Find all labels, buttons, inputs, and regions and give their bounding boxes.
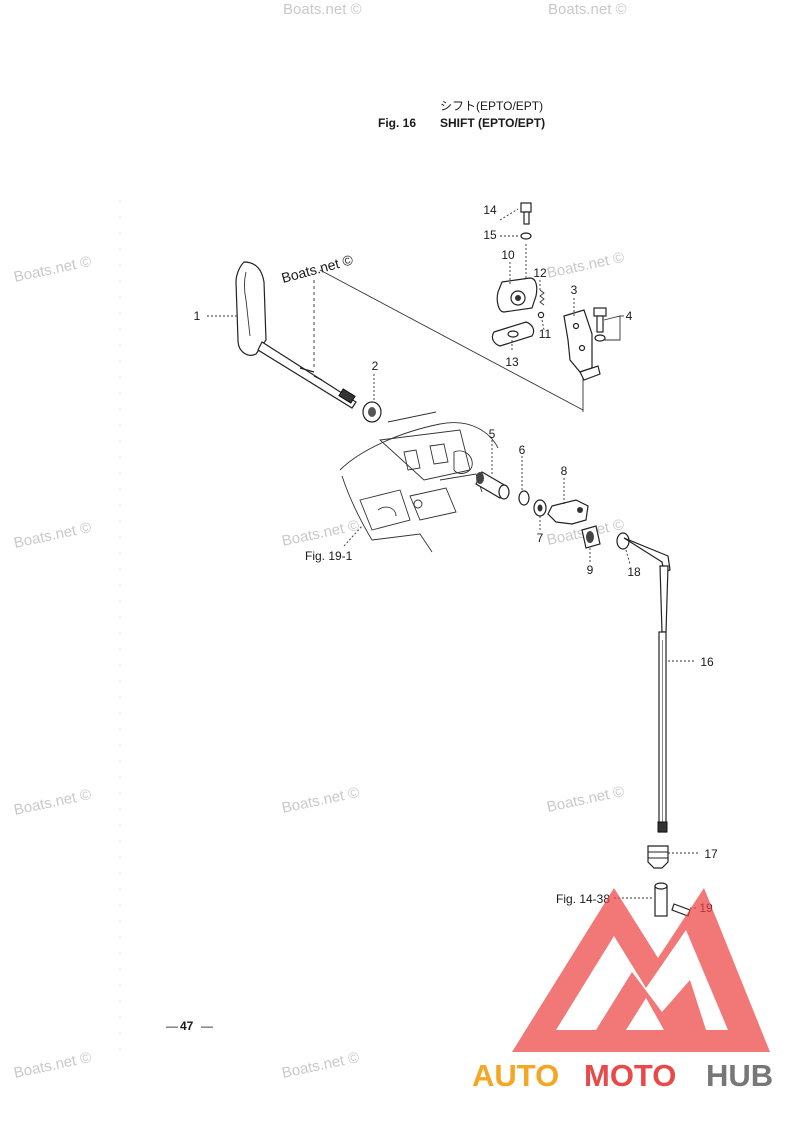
shift-rod-part-16 <box>623 537 671 833</box>
washer-part-15 <box>520 232 532 240</box>
callout-11: 11 <box>539 327 552 341</box>
watermark: Boats.net © <box>12 519 92 552</box>
callout-17: 17 <box>704 847 718 861</box>
washer-part-7 <box>533 499 547 517</box>
watermarks: Boats.net © Boats.net © Boats.net © Boat… <box>12 1 626 1082</box>
holder-part-10 <box>496 277 538 313</box>
logo-text-moto: MOTO <box>584 1058 676 1093</box>
callout-12: 12 <box>533 266 547 280</box>
callout-14: 14 <box>483 203 497 217</box>
callout-3: 3 <box>571 283 578 297</box>
grommet-part-17 <box>647 845 669 869</box>
automotohub-logo <box>512 888 770 1052</box>
diagram-watermark-label: Boats.net © <box>280 251 356 286</box>
callout-labels: 1 2 3 4 5 6 7 8 9 10 11 12 13 14 15 16 1… <box>194 203 718 915</box>
crankcase-reference-outline <box>339 411 499 553</box>
lower-shift-rod <box>654 882 668 917</box>
page-number: 47 <box>180 1019 194 1033</box>
watermark: Boats.net © <box>280 784 360 817</box>
watermark: Boats.net © <box>548 1 627 18</box>
watermark: Boats.net © <box>280 517 360 550</box>
callout-15: 15 <box>483 228 497 242</box>
logo-text-hub: HUB <box>706 1058 773 1093</box>
logo-text-auto: AUTO <box>472 1058 559 1093</box>
callout-6: 6 <box>519 443 526 457</box>
spring-part-12 <box>539 289 545 306</box>
callout-18: 18 <box>627 565 641 579</box>
watermark: Boats.net © <box>12 1049 92 1082</box>
watermark: Boats.net © <box>545 249 625 282</box>
callout-7: 7 <box>537 531 544 545</box>
gasket-part-13 <box>491 321 535 347</box>
shift-arm-part-8 <box>547 499 589 525</box>
nut-part-9 <box>581 525 601 549</box>
reference-fig-14-38: Fig. 14-38 <box>556 892 610 906</box>
callout-8: 8 <box>561 464 568 478</box>
callout-10: 10 <box>501 248 515 262</box>
callout-1: 1 <box>194 309 201 323</box>
callout-16: 16 <box>700 655 714 669</box>
callout-13: 13 <box>505 355 519 369</box>
ring-part-18 <box>616 532 630 550</box>
washer-part-6 <box>518 490 530 506</box>
page-title: SHIFT (EPTO/EPT) <box>440 116 545 130</box>
callout-9: 9 <box>587 563 594 577</box>
subtitle-japanese: シフト(EPTO/EPT) <box>440 99 543 113</box>
callout-2: 2 <box>372 359 379 373</box>
page-number-dash-left: — <box>166 1019 178 1033</box>
watermark: Boats.net © <box>280 1049 360 1082</box>
callout-5: 5 <box>489 427 496 441</box>
bracket-part-3 <box>563 309 601 381</box>
screw-part-4 <box>593 307 607 342</box>
shift-lever-assembly <box>235 261 584 412</box>
shaft-part-5 <box>475 471 510 500</box>
automotohub-wordmark: AUTO MOTO HUB <box>472 1058 773 1093</box>
reference-fig-19-1: Fig. 19-1 <box>305 549 353 563</box>
watermark: Boats.net © <box>12 786 92 819</box>
ball-part-11 <box>537 311 545 319</box>
figure-number: Fig. 16 <box>378 116 416 130</box>
watermark: Boats.net © <box>283 1 362 18</box>
page-number-dash-right: — <box>201 1019 213 1033</box>
watermark: Boats.net © <box>545 783 625 816</box>
callout-4: 4 <box>626 309 633 323</box>
watermark: Boats.net © <box>12 253 92 286</box>
bolt-part-14 <box>520 202 532 225</box>
nut-part-2 <box>362 401 382 423</box>
